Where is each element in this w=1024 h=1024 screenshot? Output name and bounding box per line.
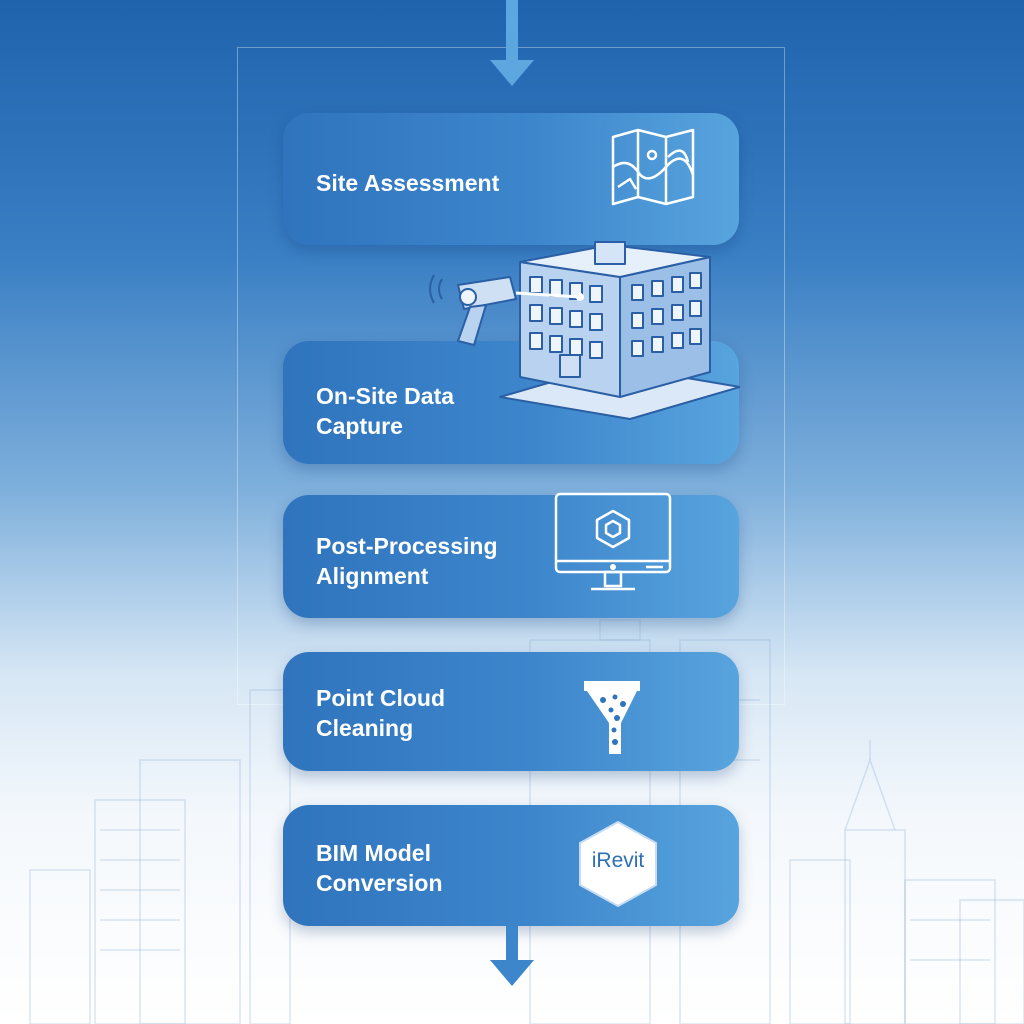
top-arrow-icon xyxy=(490,0,534,86)
step-post-processing-alignment: Post-Processing Alignment xyxy=(283,492,739,618)
bottom-arrow-icon xyxy=(490,926,534,986)
step-label-site-assessment: Site Assessment xyxy=(316,170,500,196)
revit-logo-text: iRevit xyxy=(591,849,645,872)
laser-scanner-building-icon xyxy=(429,241,740,420)
step-site-assessment: Site Assessment xyxy=(283,113,739,245)
step-point-cloud-cleaning: Point Cloud Cleaning xyxy=(283,652,739,771)
step-label-point-cloud-cleaning: Point Cloud Cleaning xyxy=(316,685,446,741)
map-icon xyxy=(611,128,695,206)
step-label-bim-model-conversion: BIM Model Conversion xyxy=(316,840,443,896)
step-label-post-processing-alignment: Post-Processing Alignment xyxy=(316,533,498,589)
step-bim-model-conversion: BIM Model Conversion iRevit xyxy=(283,805,739,926)
filter-funnel-icon xyxy=(584,681,640,754)
monitor-hexagon-icon xyxy=(554,492,672,591)
revit-logo-icon: iRevit xyxy=(576,819,660,909)
step-label-on-site-data-capture: On-Site Data Capture xyxy=(316,383,455,439)
